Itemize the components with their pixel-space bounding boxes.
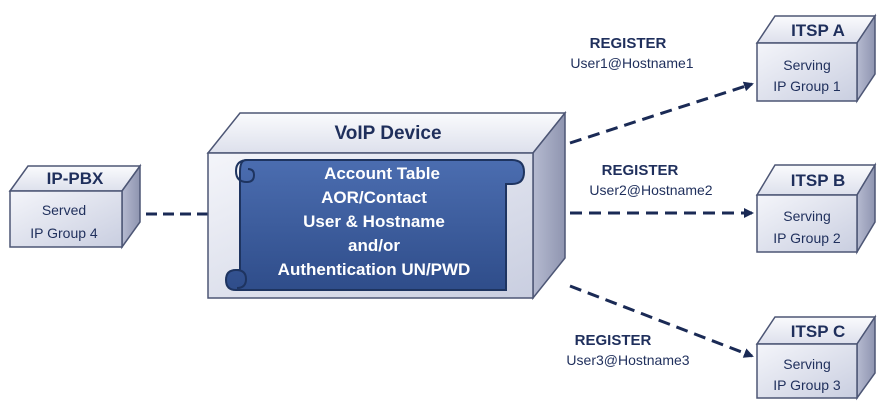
scroll-body [224, 159, 526, 291]
ip-pbx-title: IP-PBX [47, 169, 104, 188]
account-table-line-4: and/or [348, 236, 400, 255]
register-user-b: User2@Hostname2 [589, 182, 712, 198]
register-user-a: User1@Hostname1 [570, 55, 693, 71]
scroll-bottom-curl [235, 269, 248, 289]
account-table-line-1: Account Table [324, 164, 440, 183]
itsp-b-box-front [756, 194, 858, 253]
itsp-a-line2: IP Group 1 [773, 78, 841, 94]
scroll-top-curl [234, 159, 256, 184]
voip-device-node: VoIP Device Account Table AOR/Contact Us… [206, 110, 567, 301]
register-label-c: REGISTER [575, 332, 652, 349]
register-label-a: REGISTER [590, 35, 667, 52]
itsp-b-node: ITSP B Serving IP Group 2 [755, 162, 877, 255]
itsp-b-line2: IP Group 2 [773, 230, 841, 246]
itsp-a-node: ITSP A Serving IP Group 1 [755, 13, 877, 104]
itsp-c-line2: IP Group 3 [773, 377, 841, 393]
itsp-c-box-front [756, 343, 858, 399]
register-user-c: User3@Hostname3 [566, 352, 689, 368]
ip-pbx-line1: Served [42, 202, 86, 218]
itsp-c-line1: Serving [783, 356, 830, 372]
itsp-a-line1: Serving [783, 57, 830, 73]
ip-pbx-box-front [9, 190, 123, 248]
voip-device-title: VoIP Device [334, 123, 441, 144]
account-table-line-5: Authentication UN/PWD [278, 260, 471, 279]
itsp-a-title: ITSP A [791, 21, 845, 40]
ip-pbx-line2: IP Group 4 [30, 225, 98, 241]
itsp-a-box-front [756, 42, 858, 102]
register-arrow-itsp-c [569, 284, 754, 358]
register-arrow-itsp-a [569, 81, 754, 145]
itsp-b-line1: Serving [783, 208, 830, 224]
itsp-c-title: ITSP C [791, 322, 845, 341]
itsp-b-title: ITSP B [791, 171, 845, 190]
account-table-line-3: User & Hostname [303, 212, 445, 231]
account-table-line-2: AOR/Contact [321, 188, 427, 207]
ip-pbx-node: IP-PBX Served IP Group 4 [8, 163, 142, 250]
itsp-c-node: ITSP C Serving IP Group 3 [755, 314, 877, 401]
scroll-icon [224, 159, 526, 291]
register-label-b: REGISTER [602, 162, 679, 179]
